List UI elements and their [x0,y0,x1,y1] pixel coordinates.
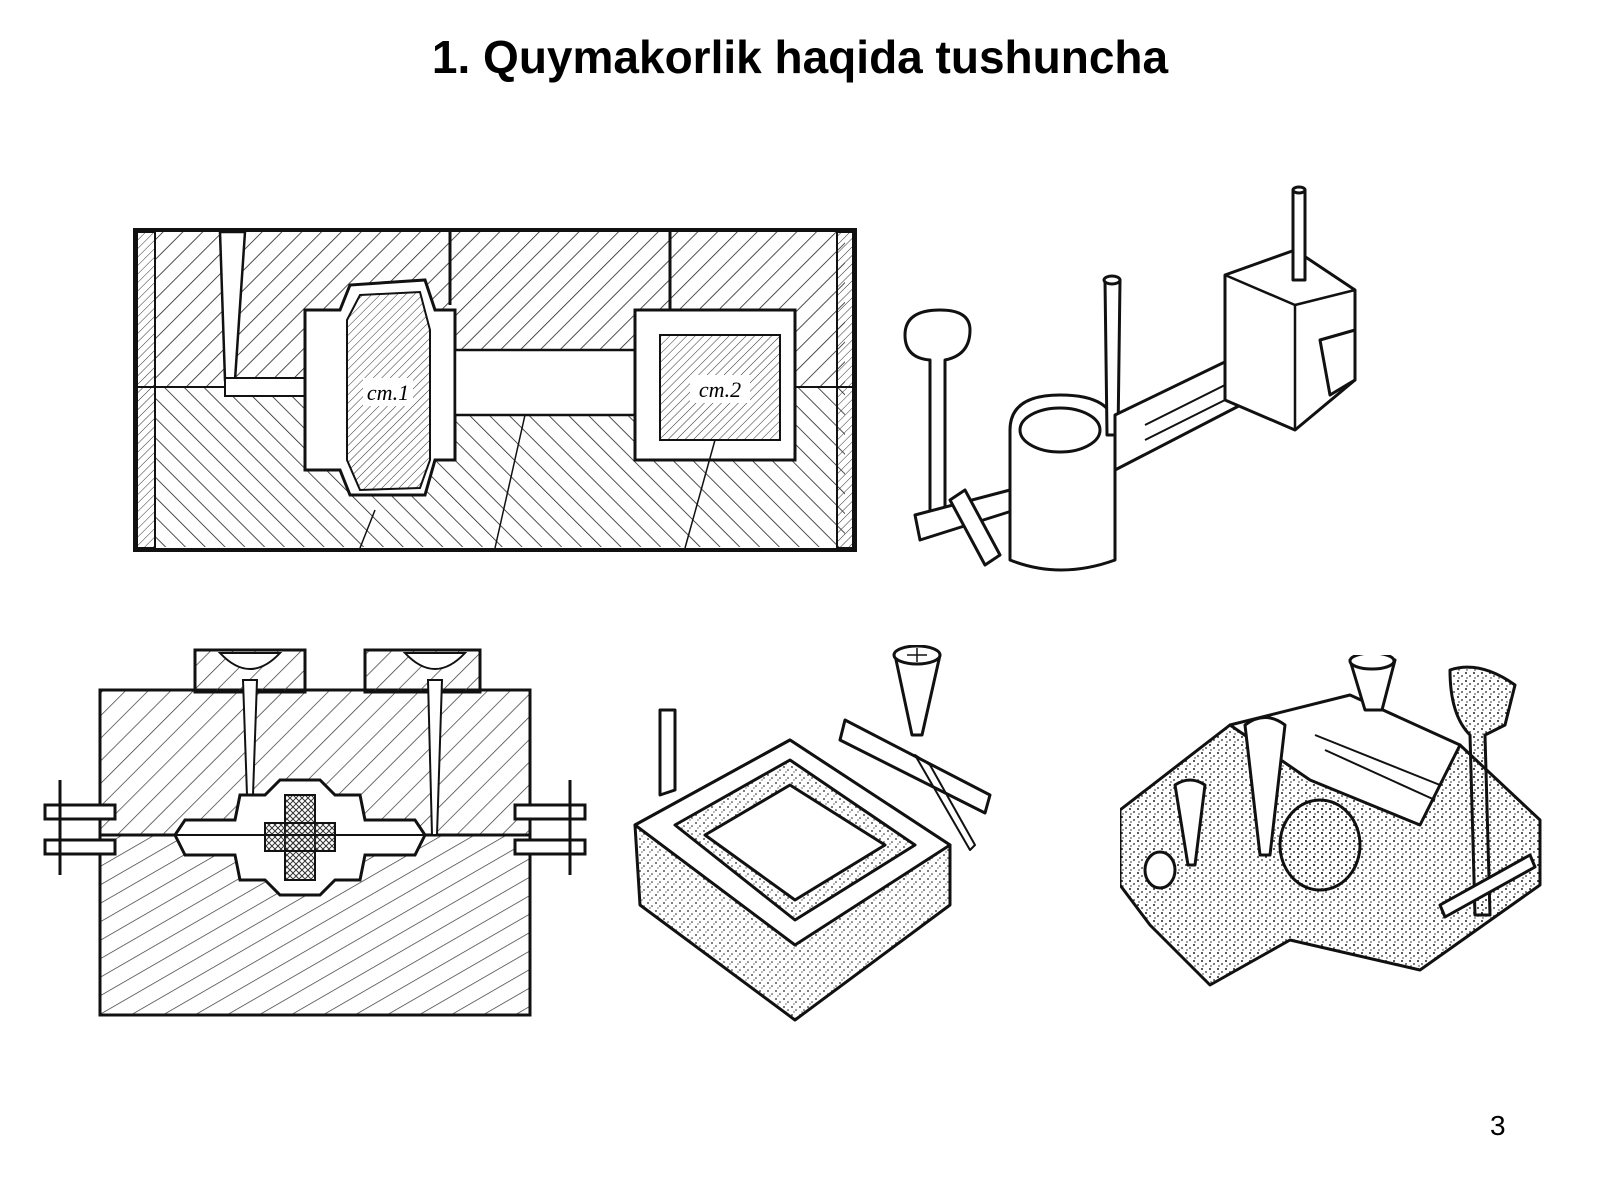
gating-system-figure [903,185,1357,572]
flask-mold-figure [43,648,587,1017]
cavity-label-2: cm.2 [699,377,741,402]
mold-section-figure: cm.1 cm.2 [133,228,857,552]
page-number: 3 [1490,1110,1506,1141]
slide-title: 1. Quymakorlik haqida tushuncha [431,31,1169,83]
cavity-label-1: cm.1 [367,380,409,405]
complex-casting-figure [1120,655,1542,987]
frame-casting-figure [633,645,992,1022]
